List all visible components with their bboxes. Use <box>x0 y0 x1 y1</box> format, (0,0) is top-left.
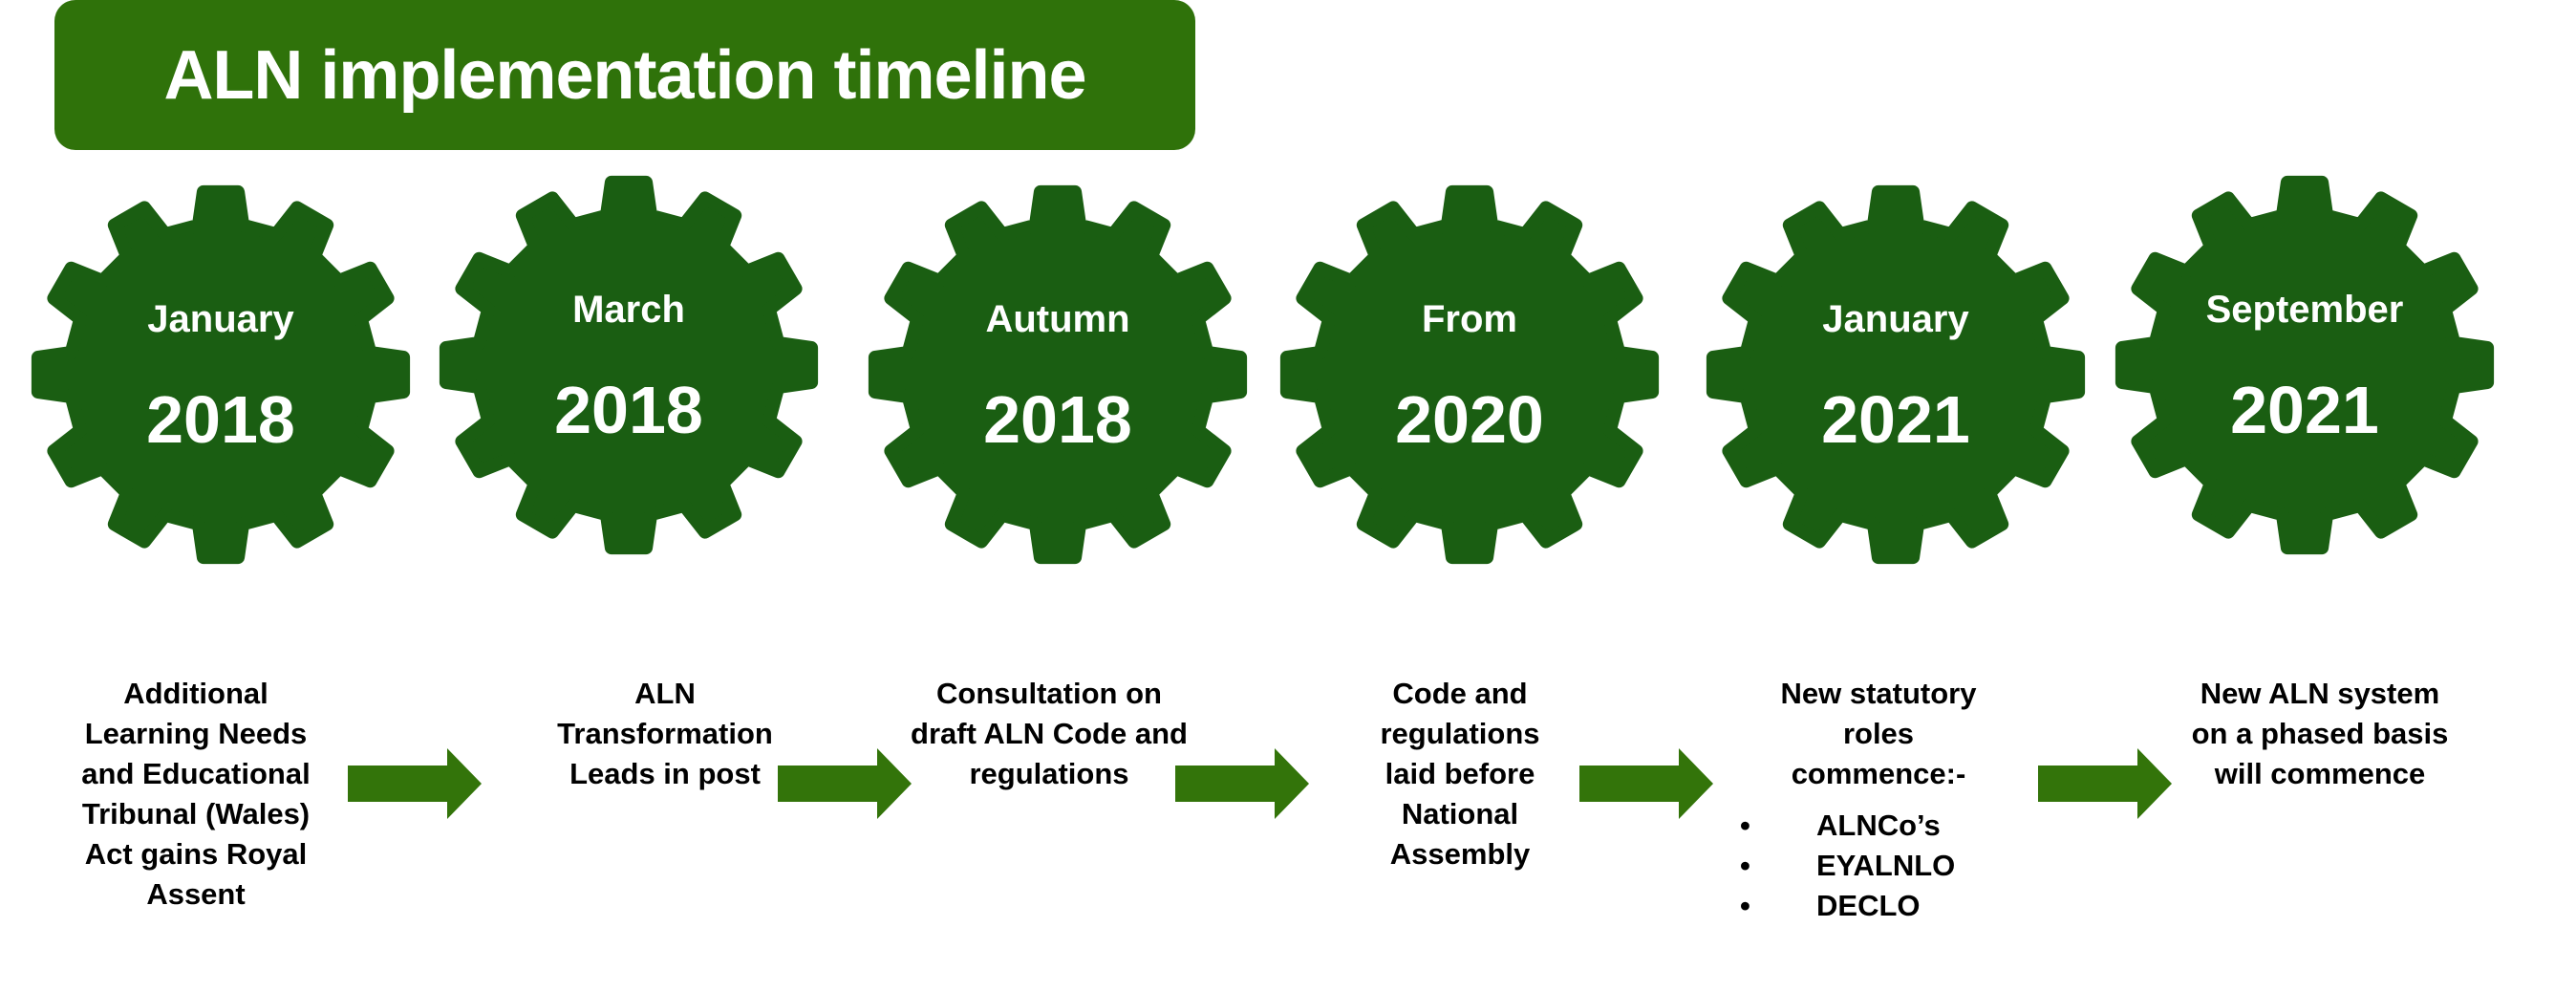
milestone-description-1: Additional Learning Needs and Educationa… <box>81 677 311 911</box>
gear-icon <box>1279 184 1660 565</box>
arrow-right-icon <box>1175 748 1309 819</box>
gear-icon <box>1706 184 2086 565</box>
gear-shape <box>2114 175 2495 555</box>
milestone-description-5: New statutory roles commence:- ALNCo’s E… <box>1740 674 2017 926</box>
milestone-description-2: ALN Transformation Leads in post <box>557 677 773 790</box>
milestone-text: New statutory roles commence:- <box>1780 677 1977 790</box>
gear-icon <box>31 184 411 565</box>
arrow-right-icon <box>348 748 482 819</box>
gear-milestone-3: Autumn 2018 <box>867 183 1249 566</box>
milestone-month: January <box>1822 298 1969 340</box>
milestone-year: 2018 <box>554 373 703 447</box>
gear-milestone-2: March 2018 <box>438 174 820 556</box>
milestone-year: 2021 <box>2230 373 2379 447</box>
milestone-year: 2020 <box>1395 382 1544 457</box>
page-title: ALN implementation timeline <box>163 36 1086 114</box>
gear-milestone-5: January 2021 <box>1705 183 2087 566</box>
role-item: EYALNLO <box>1740 846 2017 886</box>
milestone-description-4: Code and regulations laid before Nationa… <box>1380 677 1540 871</box>
milestone-month: March <box>572 289 685 331</box>
milestone-month: September <box>2205 289 2404 331</box>
milestone-month: From <box>1422 298 1517 340</box>
arrow-right-icon <box>2038 748 2172 819</box>
milestone-year: 2018 <box>983 382 1132 457</box>
milestone-description-6: New ALN system on a phased basis will co… <box>2191 677 2449 790</box>
gear-milestone-1: January 2018 <box>30 183 412 566</box>
milestone-year: 2021 <box>1821 382 1970 457</box>
arrow-right-icon <box>778 748 912 819</box>
gear-shape <box>31 184 411 565</box>
title-banner: ALN implementation timeline <box>54 0 1195 150</box>
milestone-month: January <box>147 298 294 340</box>
arrow-right-icon <box>1579 748 1713 819</box>
gear-shape <box>1279 184 1660 565</box>
gear-icon <box>868 184 1248 565</box>
role-item: DECLO <box>1740 886 2017 926</box>
gear-shape <box>1706 184 2086 565</box>
gear-milestone-4: From 2020 <box>1278 183 1661 566</box>
gear-milestone-6: September 2021 <box>2114 174 2496 556</box>
gear-shape <box>868 184 1248 565</box>
milestone-year: 2018 <box>146 382 295 457</box>
gear-shape <box>439 175 819 555</box>
role-item: ALNCo’s <box>1740 806 2017 846</box>
roles-list: ALNCo’s EYALNLO DECLO <box>1740 806 2017 926</box>
milestone-description-3: Consultation on draft ALN Code and regul… <box>911 677 1188 790</box>
gear-icon <box>2114 175 2495 555</box>
gear-icon <box>439 175 819 555</box>
milestone-month: Autumn <box>985 298 1130 340</box>
